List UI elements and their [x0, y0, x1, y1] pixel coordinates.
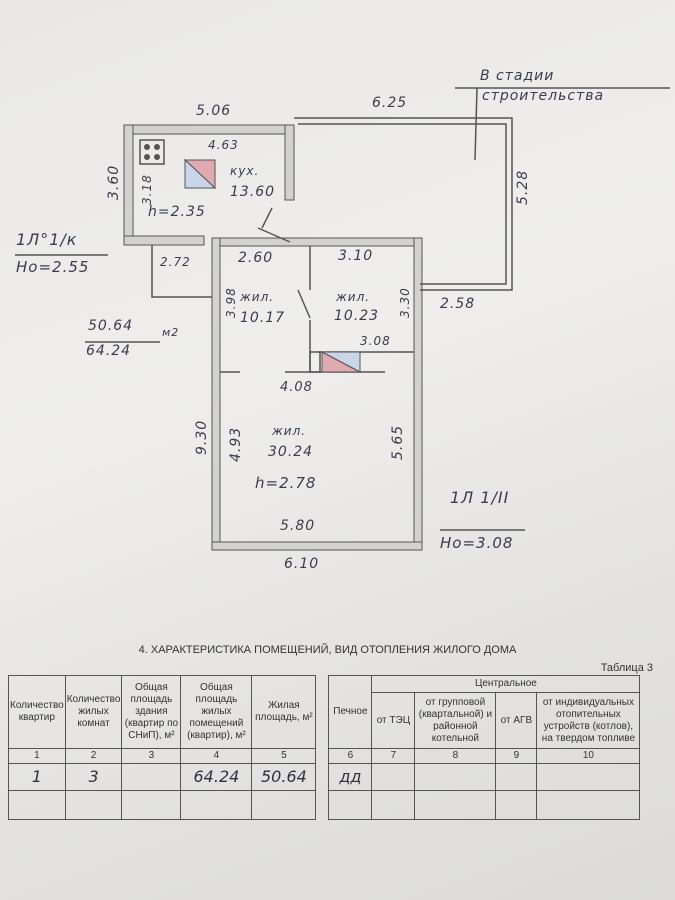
dimension-label: 6.10 — [284, 556, 320, 572]
column-number: 8 — [414, 748, 497, 764]
column-number: 3 — [121, 748, 182, 764]
dimension-label: 3.10 — [338, 248, 374, 264]
dimension-label: 3.60 — [106, 164, 122, 200]
wall — [123, 124, 295, 135]
porch-outline — [151, 245, 212, 298]
room-height: h=2.35 — [148, 204, 206, 220]
table-cell — [371, 763, 416, 791]
table-cell — [495, 763, 538, 791]
leader-line — [474, 87, 478, 161]
dimension-label: 5.06 — [196, 103, 232, 119]
note-text: строительства — [482, 88, 605, 104]
room-label: жил. — [272, 424, 307, 438]
column-number: 1 — [8, 748, 66, 764]
dimension-label: 3.30 — [398, 287, 412, 318]
block-height: Но=2.55 — [16, 258, 90, 276]
table-cell: 50.64 — [251, 763, 317, 791]
area-unit: м2 — [162, 326, 180, 339]
dimension-label: 3.18 — [140, 174, 154, 205]
table-cell — [536, 763, 641, 791]
room-label: жил. — [336, 290, 371, 304]
dimension-label: 5.28 — [515, 169, 531, 205]
dimension-label: 2.58 — [440, 296, 476, 312]
dimension-label: 4.08 — [280, 380, 313, 395]
note-text: В стадии — [480, 68, 555, 84]
group-header: Центральное — [371, 675, 641, 693]
stove-icon — [139, 139, 165, 165]
wall — [211, 237, 221, 551]
dimension-label: 3.98 — [224, 287, 238, 318]
total-area: 64.24 — [86, 343, 132, 359]
stove-heater-icon — [183, 158, 361, 373]
header-cell: от индивидуальных отопительных устройств… — [536, 692, 641, 749]
room-label: кух. — [230, 164, 260, 178]
section-title: 4. ХАРАКТЕРИСТИКА ПОМЕЩЕНИЙ, ВИД ОТОПЛЕН… — [138, 644, 517, 656]
header-cell: Жилая площадь, м² — [251, 675, 317, 749]
column-number: 5 — [251, 748, 317, 764]
wall — [123, 124, 134, 246]
table-row — [8, 790, 641, 820]
door-swing — [297, 289, 311, 319]
wall — [413, 237, 423, 551]
block-code: 1Л 1/II — [450, 488, 510, 507]
wall — [211, 541, 423, 551]
header-cell: Общая площадь жилых помещений (квартир),… — [180, 675, 253, 749]
dimension-label: 2.72 — [160, 255, 191, 269]
column-number: 9 — [495, 748, 538, 764]
door-swing — [261, 207, 273, 229]
stove-icon — [309, 351, 321, 373]
wall — [211, 237, 423, 247]
room-area: 13.60 — [230, 184, 276, 200]
table-cell — [414, 763, 497, 791]
dimension-label: 6.25 — [372, 95, 408, 111]
table-cell: дд — [328, 763, 373, 791]
wall — [123, 235, 205, 246]
table-label: Таблица 3 — [600, 662, 653, 674]
rooms-heating-table: Количество квартир Количество жилых комн… — [8, 675, 641, 820]
column-number: 2 — [64, 748, 123, 764]
dimension-label: 4.63 — [208, 138, 239, 152]
extension-inner — [298, 123, 507, 285]
dimension-label: 3.08 — [360, 334, 391, 348]
room-height: h=2.78 — [255, 474, 317, 492]
header-cell: от групповой (квартальной) и районной ко… — [414, 692, 497, 749]
table-cell — [121, 763, 182, 791]
column-number: 6 — [328, 748, 373, 764]
extension-outline — [294, 117, 513, 291]
floor-plan — [15, 87, 670, 551]
header-cell: Общая площадь здания (квартир по СНиП), … — [121, 675, 182, 749]
table-cell: 1 — [8, 763, 66, 791]
room-label: жил. — [240, 290, 275, 304]
living-area: 50.64 — [88, 318, 134, 334]
dimension-label: 4.93 — [228, 426, 244, 462]
table-cell: 3 — [64, 763, 123, 791]
door-swing — [257, 227, 291, 243]
header-cell: Печное — [328, 675, 373, 749]
column-number: 4 — [180, 748, 253, 764]
room-area: 10.23 — [334, 308, 380, 324]
column-number: 10 — [536, 748, 641, 764]
dimension-label: 9.30 — [194, 419, 210, 455]
block-height: Но=3.08 — [440, 534, 514, 552]
dimension-label: 5.65 — [390, 424, 406, 460]
header-cell: Количество квартир — [8, 675, 66, 749]
column-number: 7 — [371, 748, 416, 764]
wall — [284, 124, 295, 201]
dimension-label: 2.60 — [238, 250, 274, 266]
room-area: 10.17 — [240, 310, 286, 326]
dimension-label: 5.80 — [280, 518, 316, 534]
header-cell: от АГВ — [495, 692, 538, 749]
header-cell: от ТЭЦ — [371, 692, 416, 749]
block-code: 1Л°1/к — [16, 230, 78, 249]
room-area: 30.24 — [268, 444, 314, 460]
header-cell: Количество жилых комнат — [64, 675, 123, 749]
table-cell: 64.24 — [180, 763, 253, 791]
